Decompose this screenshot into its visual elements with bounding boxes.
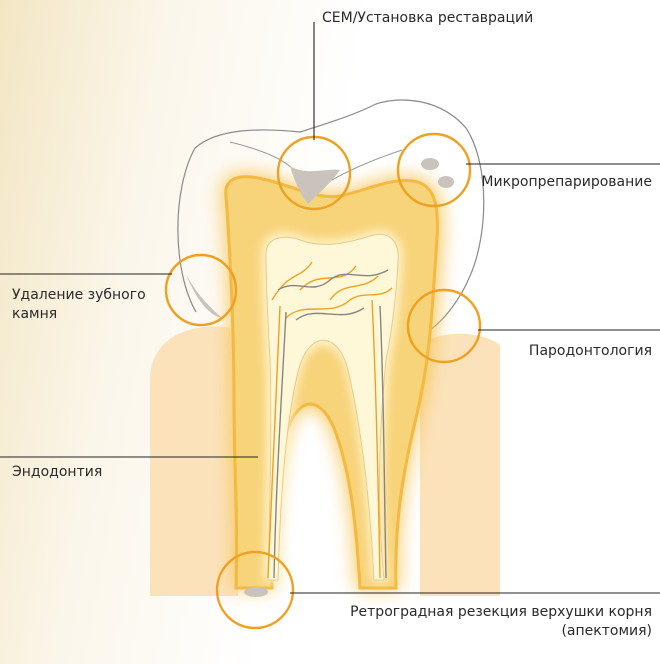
tooth-dentin — [226, 177, 438, 588]
label-endodontics: Эндодонтия — [12, 463, 102, 482]
apex-mark — [244, 587, 268, 597]
calculus-mark — [186, 274, 222, 318]
microprep-mark-1 — [421, 158, 439, 170]
circle-calculus — [166, 255, 236, 325]
label-micropreparation: Микропрепарирование — [481, 173, 652, 192]
microprep-mark-2 — [438, 176, 454, 188]
label-apicoectomy: Ретроградная резекция верхушки корня (ап… — [322, 603, 652, 641]
label-periodontology: Пародонтология — [529, 342, 652, 361]
label-cem-restoration: CEM/Установка реставраций — [322, 9, 533, 28]
label-calculus-removal: Удаление зубного камня — [12, 286, 172, 324]
